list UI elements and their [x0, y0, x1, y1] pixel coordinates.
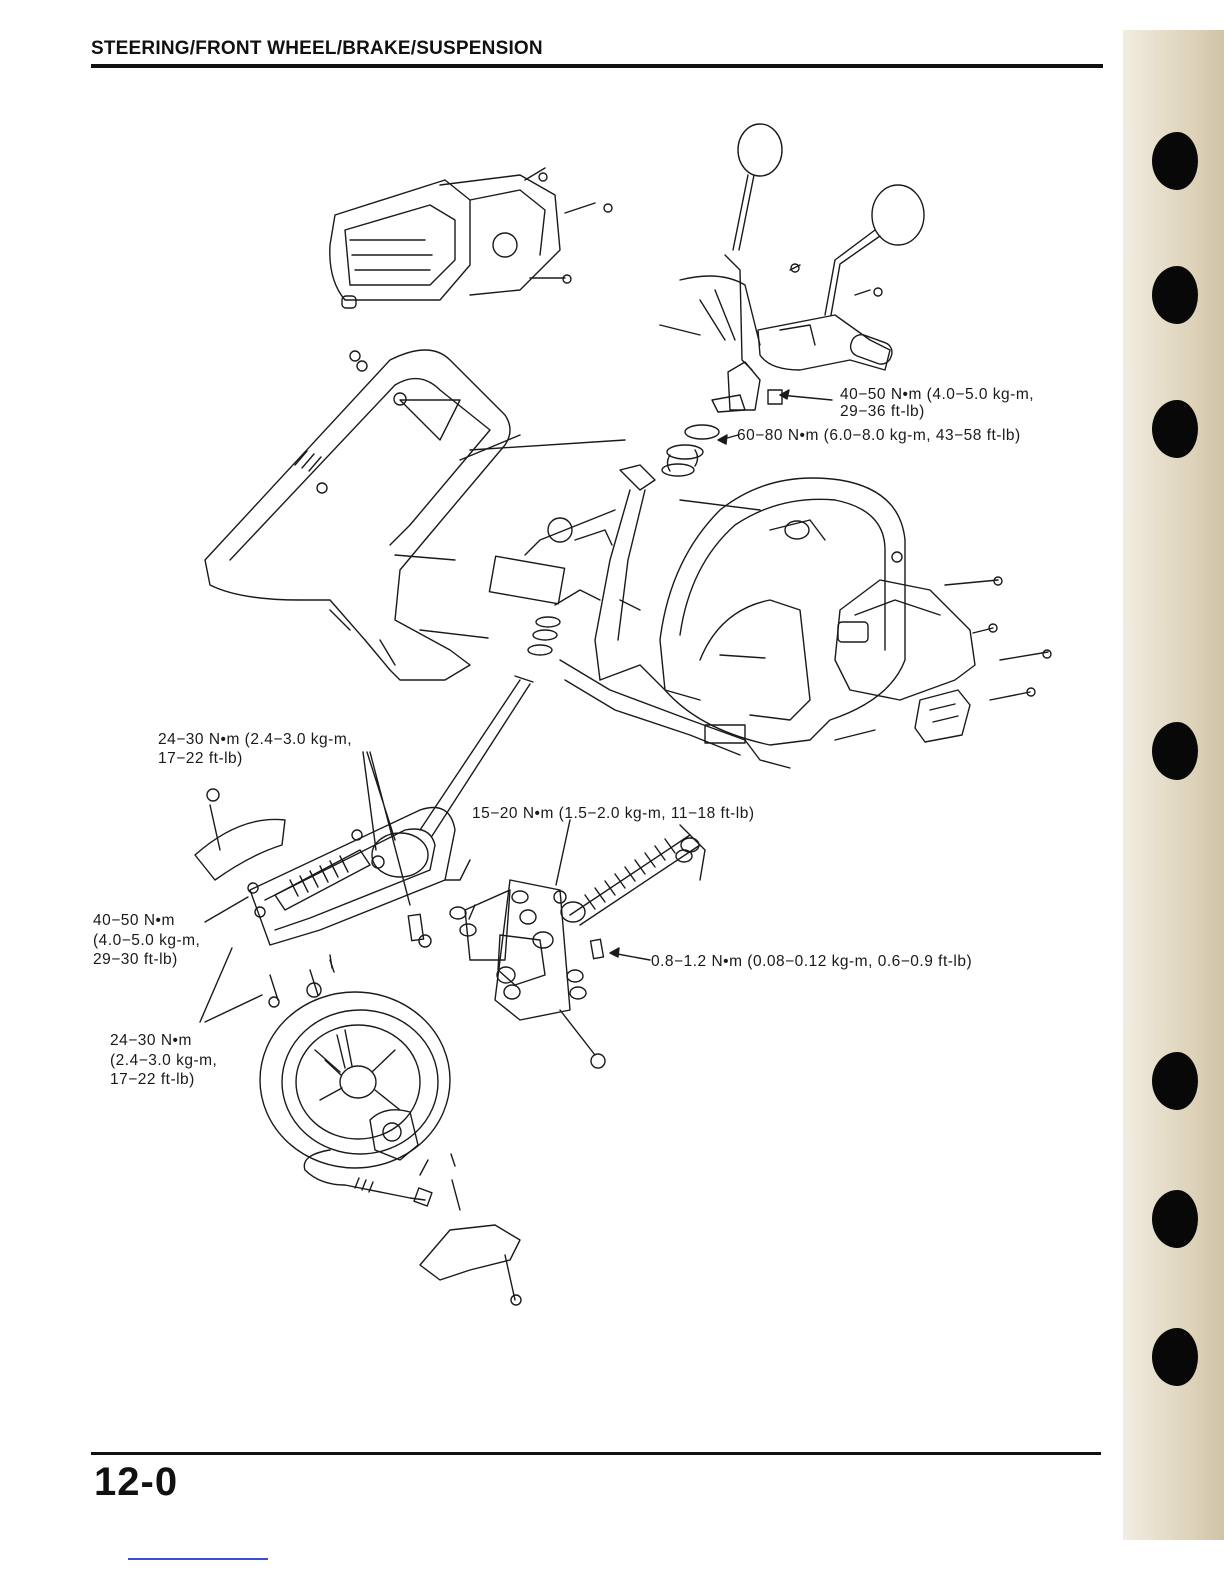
page-number: 12-0 [94, 1460, 179, 1504]
punch-hole [1152, 1052, 1198, 1110]
headlight-housing [329, 167, 613, 309]
torque-label-fork-bottom: 24−30 N•m [110, 1032, 192, 1049]
punch-hole [1152, 266, 1198, 324]
punch-hole [1152, 1190, 1198, 1248]
torque-label-fork-top-ftlb: 17−22 ft-lb) [158, 750, 243, 767]
torque-label-fork-bottom-ftlb: 17−22 ft-lb) [110, 1071, 195, 1088]
torque-label-fork-bottom-kgm: (2.4−3.0 kg-m, [110, 1052, 218, 1069]
exploded-view-diagram [194, 123, 1052, 1306]
torque-label-stem-nut: 40−50 N•m (4.0−5.0 kg-m, [840, 386, 1035, 403]
punch-hole [1152, 722, 1198, 780]
torque-label-stem-nut-ftlb: 29−36 ft-lb) [840, 403, 925, 420]
suspension-link-parts [268, 879, 606, 1069]
fork-assembly [247, 675, 534, 948]
header-rule [91, 64, 1103, 68]
steering-stem-top [661, 361, 783, 477]
bottom-link-mark [128, 1558, 268, 1560]
front-cover [204, 349, 511, 681]
punch-hole [1152, 132, 1198, 190]
torque-label-axle-nut: 40−50 N•m [93, 912, 175, 929]
punch-hole [1152, 400, 1198, 458]
page-header-title: STEERING/FRONT WHEEL/BRAKE/SUSPENSION [91, 38, 543, 59]
torque-label-axle-nut-ftlb: 29−30 ft-lb) [93, 951, 178, 968]
front-wheel [259, 991, 451, 1169]
leader-lines [199, 389, 833, 1167]
torque-label-steering-race: 60−80 N•m (6.0−8.0 kg-m, 43−58 ft-lb) [737, 427, 1021, 444]
inner-cover [659, 477, 906, 746]
binder-edge-strip [1123, 30, 1224, 1540]
handlebar-assembly [659, 123, 925, 371]
front-fender-upper [194, 788, 286, 881]
punch-hole [1152, 1328, 1198, 1386]
torque-label-axle-nut-kgm: (4.0−5.0 kg-m, [93, 932, 201, 949]
turn-signal-cover [834, 576, 1052, 743]
torque-label-shock-mount: 15−20 N•m (1.5−2.0 kg-m, 11−18 ft-lb) [472, 805, 755, 822]
footer-rule [91, 1452, 1101, 1455]
brake-panel [303, 1109, 522, 1306]
frame [469, 439, 791, 769]
torque-label-fork-top: 24−30 N•m (2.4−3.0 kg-m, [158, 731, 353, 748]
shock-absorber [553, 824, 706, 960]
torque-label-link-bolt: 0.8−1.2 N•m (0.08−0.12 kg-m, 0.6−0.9 ft-… [651, 953, 973, 970]
